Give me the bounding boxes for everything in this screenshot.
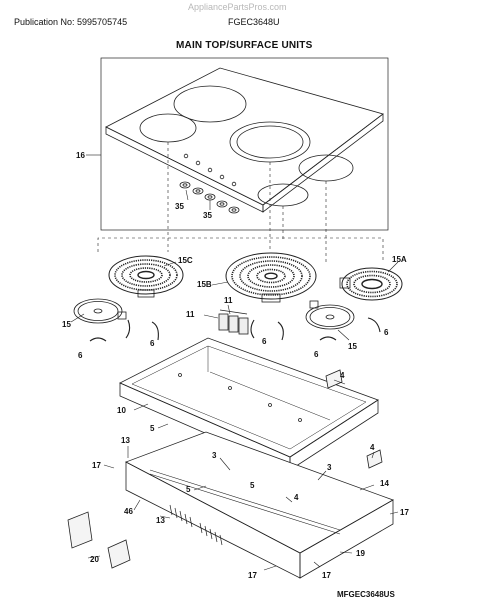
lower-chassis bbox=[125, 431, 394, 579]
callout-16: 16 bbox=[76, 151, 85, 160]
grommets bbox=[179, 181, 240, 214]
callout-17-b: 17 bbox=[400, 508, 409, 517]
watermark: AppliancePartsPros.com bbox=[188, 2, 287, 12]
callout-4-c: 4 bbox=[294, 493, 299, 502]
callout-6-d: 6 bbox=[314, 350, 319, 359]
callout-17-d: 17 bbox=[322, 571, 331, 580]
callout-46: 46 bbox=[124, 507, 133, 516]
callout-6-c: 6 bbox=[262, 337, 267, 346]
glass-cooktop bbox=[105, 67, 384, 213]
alignment-lines bbox=[97, 142, 384, 262]
infinite-switches bbox=[218, 309, 249, 335]
wire-clips bbox=[89, 317, 381, 342]
callout-4-a: 4 bbox=[340, 371, 345, 380]
callout-6-e: 6 bbox=[384, 328, 389, 337]
callout-17-a: 17 bbox=[92, 461, 101, 470]
callout-35-a: 35 bbox=[175, 202, 184, 211]
callout-20: 20 bbox=[90, 555, 99, 564]
callout-5-a: 5 bbox=[150, 424, 155, 433]
surface-element-15c bbox=[108, 255, 184, 298]
surface-element-15b bbox=[225, 252, 317, 303]
callout-19: 19 bbox=[356, 549, 365, 558]
callout-10: 10 bbox=[117, 406, 126, 415]
callout-5-b: 5 bbox=[186, 485, 191, 494]
callout-labels: 16 35 35 15C 15B 15A 15 15 11 11 6 6 6 6… bbox=[62, 151, 409, 580]
callout-13-a: 13 bbox=[121, 436, 130, 445]
surface-element-small-left bbox=[73, 298, 127, 324]
callout-35-b: 35 bbox=[203, 211, 212, 220]
control-knob-holes bbox=[183, 153, 237, 187]
page-header: AppliancePartsPros.com Publication No: 5… bbox=[0, 0, 490, 51]
callout-6-b: 6 bbox=[150, 339, 155, 348]
callout-11-a: 11 bbox=[186, 310, 195, 319]
section-title: MAIN TOP/SURFACE UNITS bbox=[176, 40, 313, 51]
callout-4-b: 4 bbox=[370, 443, 375, 452]
callout-5-c: 5 bbox=[250, 481, 255, 490]
callout-15c: 15C bbox=[178, 256, 193, 265]
publication-number: Publication No: 5995705745 bbox=[14, 17, 128, 27]
surface-element-small-right bbox=[305, 300, 355, 330]
bracket-20 bbox=[67, 511, 131, 569]
leader-lines bbox=[70, 154, 399, 571]
callout-6-a: 6 bbox=[78, 351, 83, 360]
callout-14: 14 bbox=[380, 479, 389, 488]
callout-15-right: 15 bbox=[348, 342, 357, 351]
diagram-code: MFGEC3648US bbox=[337, 590, 395, 599]
callout-3-b: 3 bbox=[327, 463, 332, 472]
callout-17-c: 17 bbox=[248, 571, 257, 580]
vent-slots bbox=[169, 504, 223, 546]
callout-15-left: 15 bbox=[62, 320, 71, 329]
cooktop-frame bbox=[100, 57, 389, 231]
surface-element-15a bbox=[339, 267, 403, 301]
callout-11-b: 11 bbox=[224, 296, 233, 305]
model-number: FGEC3648U bbox=[228, 17, 280, 27]
callout-15a: 15A bbox=[392, 255, 407, 264]
callout-15b: 15B bbox=[197, 280, 212, 289]
callout-13-b: 13 bbox=[156, 516, 165, 525]
callout-3-a: 3 bbox=[212, 451, 217, 460]
